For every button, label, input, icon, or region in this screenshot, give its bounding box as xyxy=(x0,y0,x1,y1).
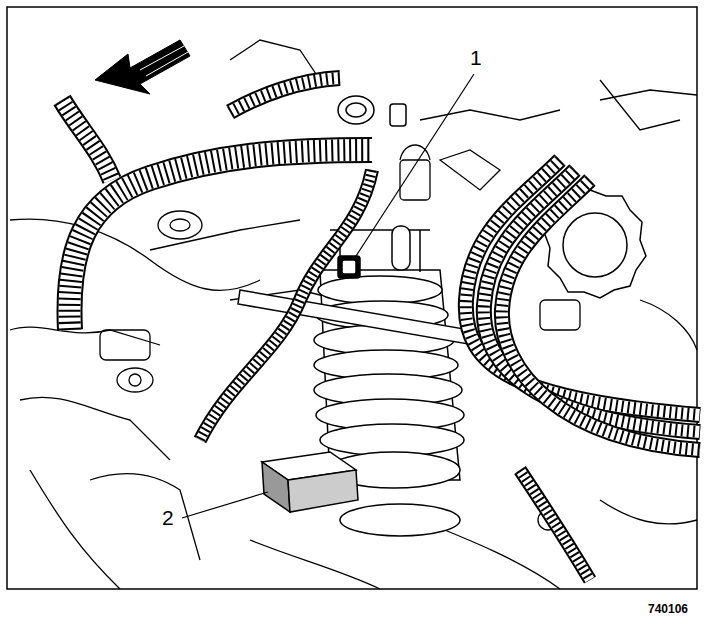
wiring-harness xyxy=(200,160,700,580)
callout-number: 1 xyxy=(468,46,484,69)
intake-duct xyxy=(238,226,470,488)
engine-contours xyxy=(10,40,697,589)
callout-number: 2 xyxy=(160,506,176,529)
connector-block xyxy=(262,452,460,536)
figure-number: 740106 xyxy=(646,603,690,616)
hose-clamp xyxy=(338,96,406,126)
leader-line xyxy=(182,74,474,518)
direction-arrow xyxy=(95,40,190,94)
figure-frame xyxy=(7,7,697,589)
arrow-hatch xyxy=(140,46,188,76)
sensor xyxy=(338,256,360,278)
